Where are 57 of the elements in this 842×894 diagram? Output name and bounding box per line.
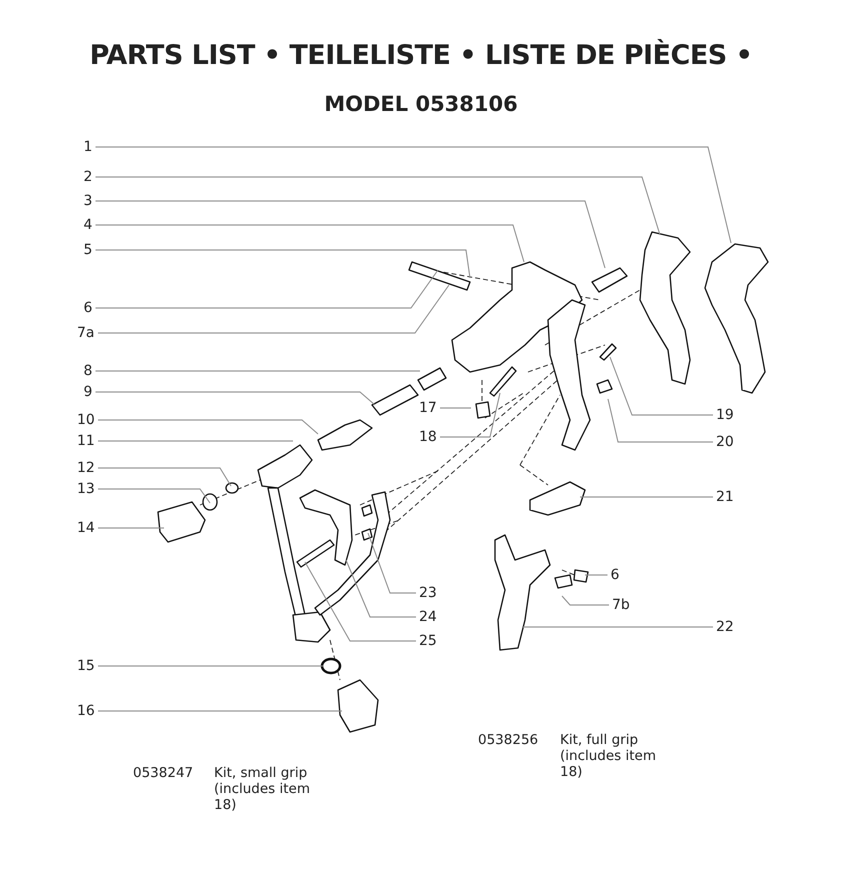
leader-line bbox=[304, 562, 416, 642]
leader-line bbox=[584, 574, 608, 576]
leader-line bbox=[95, 270, 438, 308]
callout-number: 7b bbox=[612, 597, 630, 613]
callout-number: 7a bbox=[77, 325, 94, 341]
leader-line bbox=[98, 284, 450, 334]
leader-line bbox=[608, 398, 714, 442]
callout-number: 17 bbox=[419, 400, 437, 416]
callout-number: 16 bbox=[77, 703, 95, 719]
page-title: PARTS LIST • TEILELISTE • LISTE DE PIÈCES • bbox=[88, 40, 754, 71]
leader-line bbox=[346, 560, 416, 618]
kit-description: Kit, full grip (includes item 18) bbox=[560, 732, 658, 780]
callout-number: 5 bbox=[84, 242, 92, 258]
callout-number: 15 bbox=[77, 658, 95, 674]
leader-line bbox=[580, 496, 714, 498]
leader-line bbox=[368, 532, 416, 594]
leader-line bbox=[98, 710, 342, 712]
leader-line bbox=[95, 224, 524, 262]
callout-number: 8 bbox=[84, 363, 92, 379]
callout-number: 21 bbox=[716, 489, 734, 505]
callout-number: 11 bbox=[77, 433, 95, 449]
callout-number: 6 bbox=[610, 567, 620, 583]
callout-number: 4 bbox=[84, 217, 92, 233]
callout-number: 25 bbox=[419, 633, 437, 649]
part-number: 0538247 bbox=[133, 765, 194, 781]
callout-number: 24 bbox=[419, 609, 437, 625]
callout-number: 9 bbox=[84, 384, 92, 400]
leader-line bbox=[562, 596, 610, 606]
leader-line bbox=[98, 468, 232, 486]
leader-line bbox=[95, 250, 470, 278]
leader-line bbox=[98, 420, 318, 434]
kit-description: Kit, small grip (includes item 18) bbox=[214, 765, 312, 813]
leader-line bbox=[95, 176, 660, 236]
model-number: MODEL 0538106 bbox=[323, 92, 519, 116]
callout-number: 18 bbox=[419, 429, 437, 445]
callout-number: 6 bbox=[84, 300, 92, 316]
callout-number: 2 bbox=[84, 169, 92, 185]
leader-line bbox=[95, 146, 732, 244]
leader-line bbox=[522, 626, 714, 628]
leader-line bbox=[98, 440, 294, 442]
leader-line bbox=[98, 488, 210, 504]
part-number: 0538256 bbox=[478, 732, 538, 748]
callout-number: 20 bbox=[716, 434, 734, 450]
leader-line bbox=[95, 392, 376, 406]
callout-number: 19 bbox=[716, 407, 734, 423]
callout-number: 12 bbox=[77, 460, 95, 476]
leader-line bbox=[440, 392, 500, 438]
callout-number: 3 bbox=[84, 193, 92, 209]
leader-line bbox=[95, 370, 420, 372]
callout-number: 22 bbox=[716, 619, 734, 635]
callout-number: 10 bbox=[77, 412, 95, 428]
leader-line bbox=[610, 356, 714, 416]
callout-number: 14 bbox=[77, 520, 95, 536]
leader-line bbox=[95, 200, 606, 268]
callout-number: 13 bbox=[77, 481, 95, 497]
callout-number: 23 bbox=[419, 585, 437, 601]
callout-number: 1 bbox=[84, 139, 92, 155]
